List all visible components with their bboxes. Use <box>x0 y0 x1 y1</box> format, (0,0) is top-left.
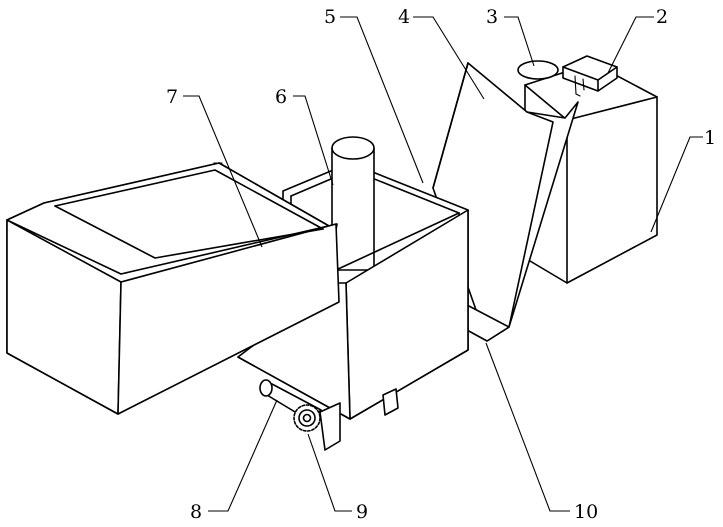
callout-5: 5 <box>324 6 336 28</box>
callout-4: 4 <box>398 6 410 28</box>
callout-9: 9 <box>356 501 368 523</box>
callout-3: 3 <box>486 6 498 28</box>
part-9-gear <box>294 405 320 431</box>
part-3-opening <box>518 61 558 79</box>
callout-1: 1 <box>704 127 716 149</box>
callout-7: 7 <box>166 86 178 108</box>
callout-10: 10 <box>574 501 598 523</box>
callout-8: 8 <box>190 501 202 523</box>
part-6-shaft <box>332 137 374 270</box>
callout-2: 2 <box>656 6 668 28</box>
callout-6: 6 <box>275 86 287 108</box>
